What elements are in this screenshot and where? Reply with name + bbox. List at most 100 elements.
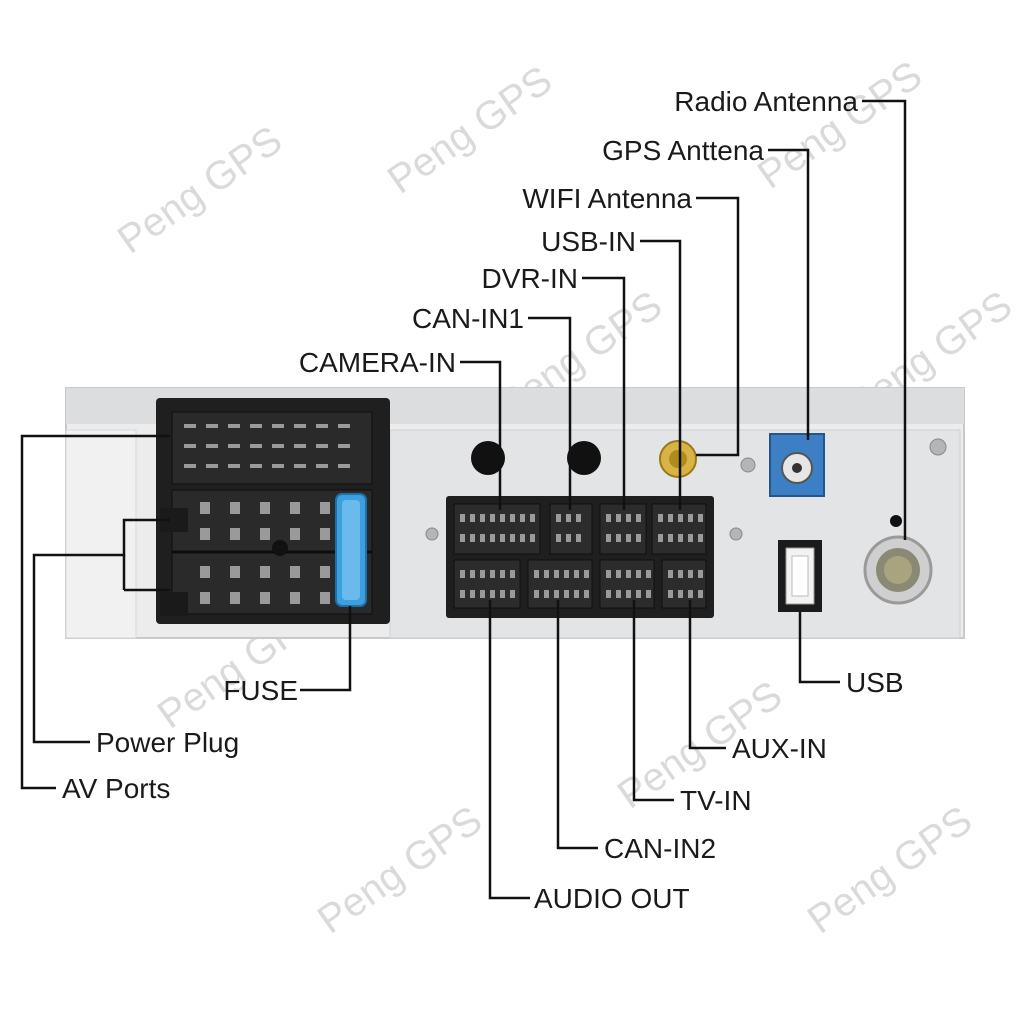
pin xyxy=(230,528,240,540)
pin xyxy=(228,444,240,448)
pin xyxy=(260,502,270,514)
pin xyxy=(260,528,270,540)
pin xyxy=(636,570,641,578)
pin xyxy=(520,534,525,542)
pin xyxy=(184,444,196,448)
pin xyxy=(230,592,240,604)
pin xyxy=(554,590,559,598)
label-camera-in: CAMERA-IN xyxy=(299,347,456,378)
grommets xyxy=(425,438,947,541)
watermark: Peng GPS xyxy=(110,118,290,262)
pin xyxy=(688,570,693,578)
pin xyxy=(688,590,693,598)
pin xyxy=(678,570,683,578)
pin xyxy=(290,592,300,604)
label-av-ports: AV Ports xyxy=(62,773,170,804)
pin xyxy=(564,570,569,578)
pin xyxy=(688,514,693,522)
pin xyxy=(230,566,240,578)
pin xyxy=(184,464,196,468)
pin xyxy=(566,534,571,542)
pin xyxy=(510,590,515,598)
label-wifi-antenna: WIFI Antenna xyxy=(522,183,692,214)
label-can-in1: CAN-IN1 xyxy=(412,303,524,334)
pin xyxy=(626,534,631,542)
pin xyxy=(658,534,663,542)
pin xyxy=(260,592,270,604)
pin xyxy=(564,590,569,598)
pin xyxy=(544,570,549,578)
wifi-antenna-connector xyxy=(659,440,697,478)
pin xyxy=(294,464,306,468)
pin xyxy=(556,534,561,542)
leader-audio-out xyxy=(488,600,530,900)
pin xyxy=(500,590,505,598)
pin xyxy=(200,566,210,578)
pin xyxy=(500,570,505,578)
pin xyxy=(606,590,611,598)
leader-camera-in xyxy=(460,360,502,510)
pin xyxy=(534,570,539,578)
leader-dvr-in xyxy=(582,276,626,510)
pin xyxy=(272,444,284,448)
pin xyxy=(688,534,693,542)
label-fuse: FUSE xyxy=(223,675,298,706)
pin xyxy=(206,424,218,428)
pin xyxy=(320,528,330,540)
pin xyxy=(338,424,350,428)
label-tv-in: TV-IN xyxy=(680,785,752,816)
pin xyxy=(290,502,300,514)
pin xyxy=(470,590,475,598)
pin xyxy=(260,566,270,578)
pin xyxy=(606,534,611,542)
pin xyxy=(290,528,300,540)
pin xyxy=(490,514,495,522)
label-usb-in: USB-IN xyxy=(541,226,636,257)
pin xyxy=(200,528,210,540)
leader-power-plug xyxy=(32,518,170,744)
leader-radio-antenna xyxy=(862,99,907,540)
pin xyxy=(636,590,641,598)
label-audio-out: AUDIO OUT xyxy=(534,883,690,914)
pin xyxy=(490,534,495,542)
pin xyxy=(576,534,581,542)
pin xyxy=(338,464,350,468)
pin xyxy=(320,592,330,604)
pin xyxy=(544,590,549,598)
pin xyxy=(616,590,621,598)
pin xyxy=(272,424,284,428)
pin xyxy=(646,570,651,578)
pin xyxy=(584,570,589,578)
pin xyxy=(290,566,300,578)
pin xyxy=(272,464,284,468)
fuse xyxy=(335,493,367,607)
pin xyxy=(480,570,485,578)
leader-gps-antenna xyxy=(768,148,810,440)
leader-wifi-antenna xyxy=(696,196,740,457)
pin xyxy=(500,534,505,542)
leader-can-in1 xyxy=(528,316,572,510)
pin xyxy=(250,444,262,448)
pin xyxy=(250,464,262,468)
pin xyxy=(534,590,539,598)
pin xyxy=(616,570,621,578)
pin xyxy=(470,570,475,578)
pin xyxy=(316,424,328,428)
gps-fakra-connector xyxy=(769,433,825,497)
pin xyxy=(206,464,218,468)
pin xyxy=(316,464,328,468)
watermark: Peng GPS xyxy=(800,798,980,942)
pin xyxy=(460,570,465,578)
pin xyxy=(294,444,306,448)
pin xyxy=(480,514,485,522)
leader-aux-in xyxy=(688,600,726,750)
pin xyxy=(530,514,535,522)
leader-lines xyxy=(20,99,907,900)
pin xyxy=(510,570,515,578)
pin xyxy=(320,566,330,578)
pin xyxy=(480,590,485,598)
pin xyxy=(510,534,515,542)
pin xyxy=(250,424,262,428)
pin xyxy=(460,590,465,598)
